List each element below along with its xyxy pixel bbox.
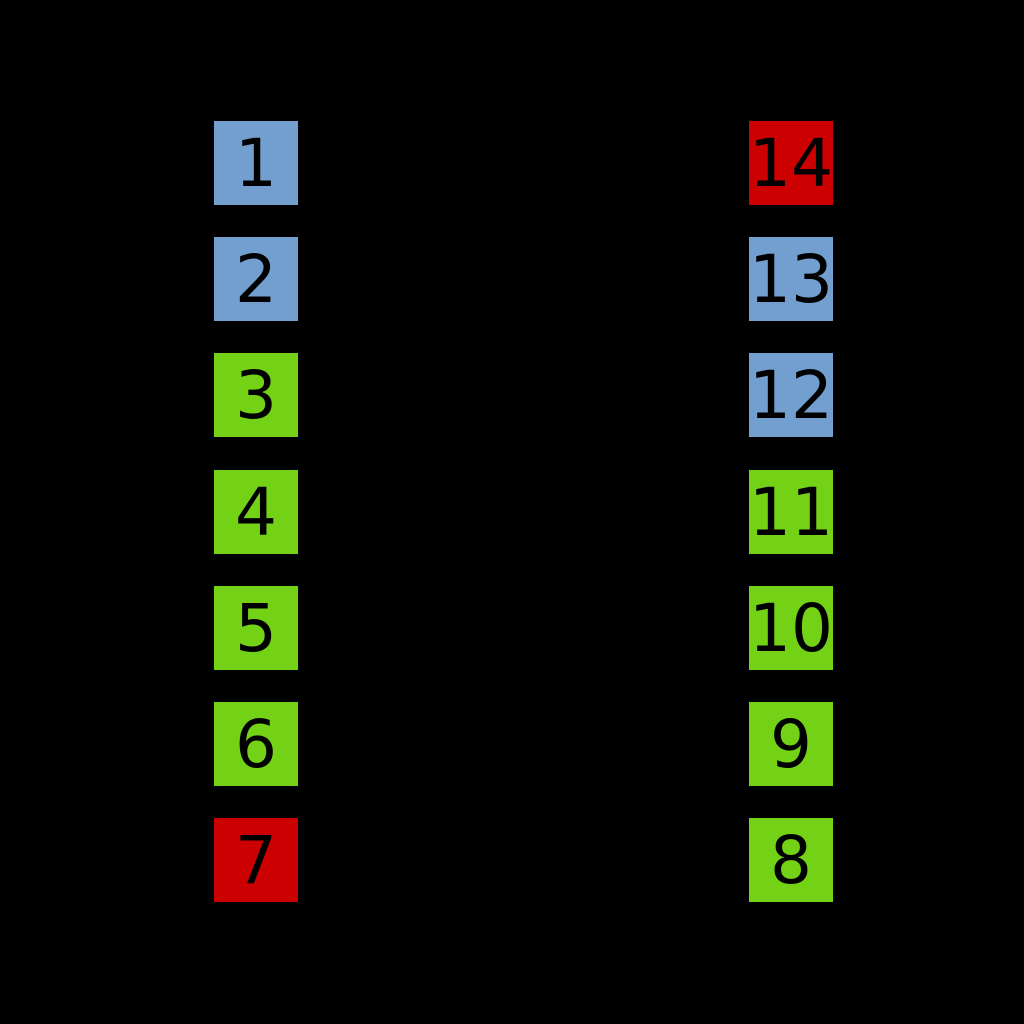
pin-square-6: 6 [214, 702, 298, 786]
pin-square-12: 12 [749, 353, 833, 437]
pin-square-11: 11 [749, 470, 833, 554]
pin-square-4: 4 [214, 470, 298, 554]
pin-square-14: 14 [749, 121, 833, 205]
pin-square-5: 5 [214, 586, 298, 670]
pin-square-7: 7 [214, 818, 298, 902]
pin-square-10: 10 [749, 586, 833, 670]
pin-square-8: 8 [749, 818, 833, 902]
pin-square-1: 1 [214, 121, 298, 205]
pin-square-2: 2 [214, 237, 298, 321]
pin-square-13: 13 [749, 237, 833, 321]
pin-square-9: 9 [749, 702, 833, 786]
pin-square-3: 3 [214, 353, 298, 437]
